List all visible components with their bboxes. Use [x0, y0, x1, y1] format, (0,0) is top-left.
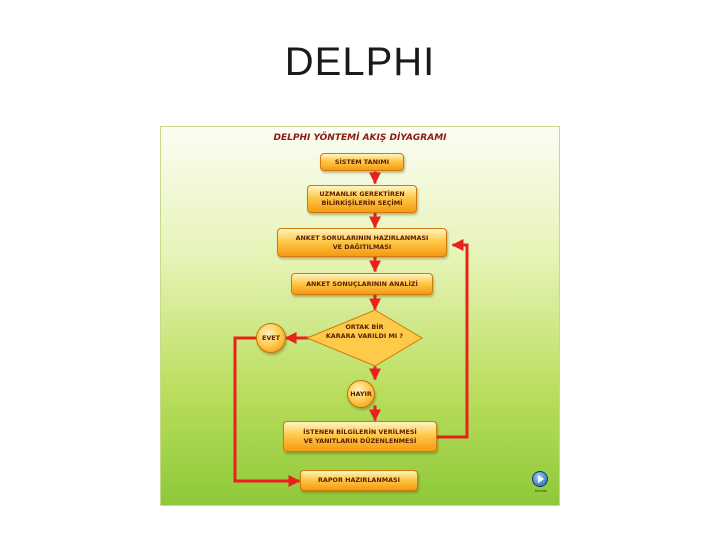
- yes-node: EVET: [256, 323, 286, 353]
- step-survey-analysis: ANKET SONUÇLARININ ANALİZİ: [291, 273, 433, 295]
- no-node: HAYIR: [347, 380, 375, 408]
- decision-label: ORTAK BİR KARARA VARILDI MI ?: [325, 323, 404, 340]
- diagram-title: DELPHI YÖNTEMİ AKIŞ DİYAGRAMI: [273, 133, 447, 143]
- play-icon[interactable]: [532, 471, 548, 487]
- flowchart-connectors: [233, 171, 469, 487]
- loop-back-arrow: [435, 239, 469, 439]
- step-system-definition: SİSTEM TANIMI: [320, 153, 404, 171]
- yes-to-report-arrow: [233, 336, 301, 487]
- slide-title: DELPHI: [284, 40, 436, 84]
- decision-diamond: [305, 309, 423, 367]
- play-caption: Devam: [534, 489, 548, 493]
- step-report: RAPOR HAZIRLANMASI: [300, 470, 418, 491]
- step-expert-selection: UZMANLIK GEREKTİREN BİLİRKİŞİLERİN SEÇİM…: [307, 185, 417, 213]
- step-survey-preparation: ANKET SORULARININ HAZIRLANMASI VE DAĞITI…: [277, 228, 447, 257]
- delphi-flowchart: DELPHI YÖNTEMİ AKIŞ DİYAGRAMI SİSTEM TAN…: [160, 126, 560, 506]
- step-info-request: İSTENEN BİLGİLERİN VERİLMESİ VE YANITLAR…: [283, 421, 437, 452]
